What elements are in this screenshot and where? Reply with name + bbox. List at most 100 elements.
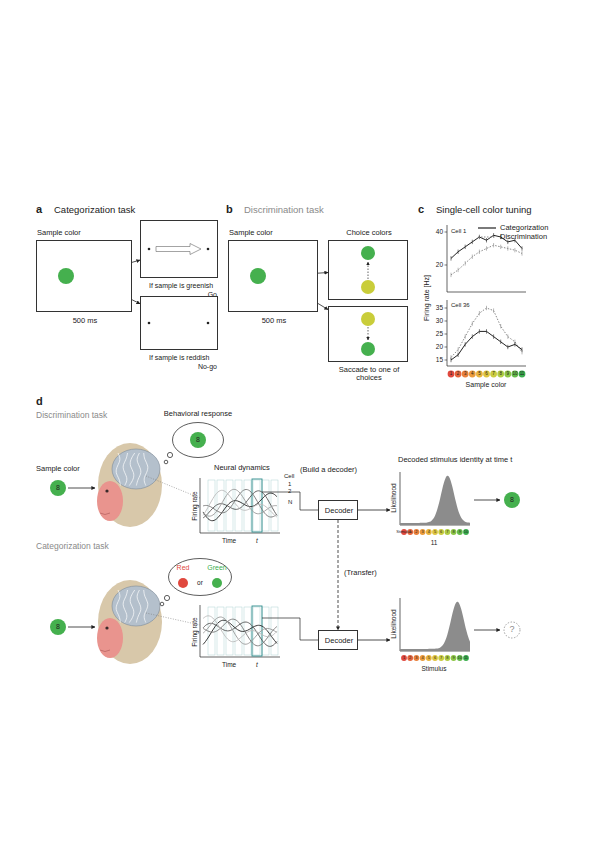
stimulus-number: 2	[409, 656, 411, 660]
error-bar	[486, 329, 487, 333]
connector-arrow	[318, 303, 328, 309]
unknown-circle	[504, 622, 520, 638]
stimulus-dot	[420, 655, 426, 661]
stimulus-dot	[457, 655, 463, 661]
axis-tick-mark	[445, 232, 448, 233]
stimulus-dot	[414, 655, 420, 661]
stimulus-dot	[414, 529, 420, 535]
node-text: If sample is greenish	[149, 282, 213, 290]
error-bar	[493, 243, 494, 247]
node-text: Choice colors	[346, 229, 391, 237]
axis-label: t	[256, 661, 258, 668]
error-bar	[486, 238, 487, 242]
stimulus-number: 5	[428, 656, 430, 660]
time-window	[235, 480, 242, 531]
stimulus-number: 3	[415, 656, 417, 660]
node-text: Saccade to one of choices	[333, 366, 405, 383]
legend-line	[478, 227, 496, 228]
error-bar	[479, 311, 480, 315]
axis-label: Time	[222, 661, 236, 668]
legend-line	[478, 236, 496, 237]
error-bar	[522, 246, 523, 250]
error-bar	[479, 329, 480, 333]
panel-letter: b	[226, 203, 233, 215]
error-bar	[479, 250, 480, 254]
stimulus-dot	[448, 371, 455, 378]
axis-tick-mark	[445, 347, 448, 348]
stimulus-label: Sample color	[36, 465, 80, 473]
firing-trace	[203, 616, 277, 642]
stimulus-dot	[445, 655, 451, 661]
step-note: (Build a decoder)	[300, 466, 357, 474]
stimulus-dot	[432, 655, 438, 661]
axis-tick: 20	[436, 343, 443, 350]
choice-color-dot	[361, 312, 375, 326]
error-bar	[465, 334, 466, 338]
bubble-dot	[164, 595, 169, 600]
stimulus-dot	[483, 371, 490, 378]
choice-color-dot	[361, 246, 375, 260]
likelihood-area	[400, 476, 470, 525]
error-bar	[465, 245, 466, 249]
bubble-dot	[167, 452, 172, 457]
fixation-dot	[148, 248, 151, 251]
error-bar	[500, 340, 501, 344]
error-bar	[500, 245, 501, 249]
error-bar	[493, 334, 494, 338]
cell-name: Cell 1	[451, 228, 466, 235]
firing-trace	[203, 489, 277, 516]
stimulus-number: 4	[471, 372, 474, 377]
axis-tick: 25	[436, 330, 443, 337]
error-bar	[522, 347, 523, 351]
legend-text: Categorization	[500, 224, 548, 232]
choice-color-dot	[361, 342, 375, 356]
error-bar	[522, 251, 523, 255]
monkey-face	[97, 618, 123, 658]
task-screen: If sample is reddishNo-go	[140, 296, 218, 350]
tuning-curve	[451, 331, 522, 360]
axis-tick-mark	[445, 360, 448, 361]
response-color-dot	[190, 432, 206, 448]
axis-tick: 20	[436, 261, 443, 268]
stimulus-dot	[445, 529, 451, 535]
node-text: If sample is reddish	[149, 354, 209, 362]
error-bar	[465, 342, 466, 346]
brain-region	[112, 449, 160, 489]
legend-swatch	[478, 224, 496, 232]
task-screen: Choice colors	[328, 240, 408, 300]
panel-title: Discrimination task	[244, 205, 324, 215]
stimulus-dot	[407, 655, 413, 661]
firing-trace	[203, 489, 277, 517]
fixation-dot	[148, 322, 151, 325]
axis-label: Likelihood	[390, 483, 397, 512]
axis-label: t	[256, 537, 258, 544]
monkey-face	[97, 481, 123, 521]
error-bar	[472, 240, 473, 244]
sample-color-dot	[250, 268, 266, 284]
error-bar	[500, 324, 501, 328]
stimulus-number: 7	[492, 372, 495, 377]
legend-text: Discrimination	[500, 233, 547, 241]
axis-label: Stimulus	[422, 665, 447, 672]
stimulus-number: 11	[520, 372, 525, 377]
axis-tick-mark	[445, 321, 448, 322]
brain-sulcus	[129, 590, 134, 623]
stimulus-number: 6	[434, 656, 436, 660]
stimulus-dot	[432, 529, 438, 535]
stimulus-number: 9	[452, 656, 454, 660]
brain-sulcus	[129, 453, 134, 486]
stimulus-dot	[469, 371, 476, 378]
node-text: No-go	[198, 363, 217, 371]
plot-axis	[200, 478, 280, 533]
error-bar	[451, 358, 452, 362]
saccade-arrow	[368, 262, 369, 279]
node-text: Green	[207, 564, 226, 572]
cell-number: N	[288, 499, 292, 506]
stimulus-dot	[497, 371, 504, 378]
monkey-eye	[105, 489, 108, 492]
plot-title: Neural dynamics	[214, 464, 270, 472]
stimulus-dot	[438, 655, 444, 661]
panel-letter: d	[36, 395, 43, 407]
stimulus-dot	[451, 655, 457, 661]
axis-label: Time	[222, 537, 236, 544]
